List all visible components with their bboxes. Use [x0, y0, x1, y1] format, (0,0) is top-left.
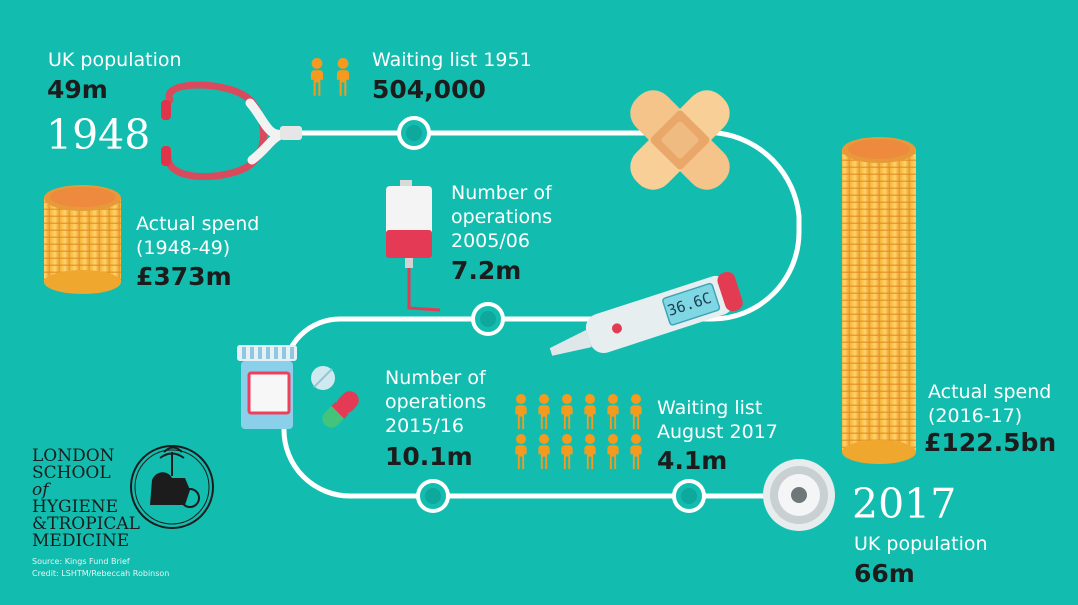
source-credit: Source: Kings Fund Brief	[32, 557, 130, 566]
logo-line-3: HYGIENE	[32, 497, 119, 517]
person-icon	[585, 394, 595, 404]
person-icon	[608, 434, 618, 444]
end-spend-label-line1: Actual spend	[928, 381, 1052, 403]
pills-icon	[311, 366, 359, 428]
operations-2015-value: 10.1m	[385, 442, 473, 471]
start-spend-label-line1: Actual spend	[136, 213, 260, 235]
end-spend-value: £122.5bn	[924, 428, 1057, 457]
end-population-label: UK population	[854, 533, 988, 555]
person-icon	[631, 394, 641, 404]
logo-line-2: SCHOOL of	[32, 465, 132, 499]
person-body	[538, 405, 550, 429]
plaster-icon	[630, 90, 730, 190]
person-body	[310, 70, 324, 96]
person-icon	[631, 434, 641, 444]
person-body	[584, 405, 596, 429]
logo-line-4: &TROPICAL	[32, 514, 140, 534]
waiting-list-2017-value: 4.1m	[657, 446, 728, 475]
people-icons-2017	[515, 394, 642, 469]
lshtm-crest-icon	[130, 445, 214, 529]
milestone-node-center	[480, 311, 496, 327]
person-icon	[539, 434, 549, 444]
person-icon	[516, 434, 526, 444]
person-body	[336, 70, 350, 96]
person-body	[561, 405, 573, 429]
end-year: 2017	[852, 480, 957, 528]
person-body	[515, 445, 527, 469]
person-icon	[539, 394, 549, 404]
person-icon	[608, 394, 618, 404]
person-body	[607, 445, 619, 469]
logo-line-2a: SCHOOL	[32, 463, 111, 483]
image-credit: Credit: LSHTM/Rebeccah Robinson	[32, 569, 170, 578]
waiting-list-2017-label-line1: Waiting list	[657, 397, 763, 419]
coin-stack-small-icon	[44, 185, 121, 294]
operations-2005-label-line1: Number of	[451, 182, 552, 204]
logo-line-5: MEDICINE	[32, 531, 130, 551]
person-body	[561, 445, 573, 469]
operations-2015-label-line1: Number of	[385, 367, 486, 389]
operations-2015-label-line3: 2015/16	[385, 415, 464, 437]
person-body	[630, 405, 642, 429]
start-population-value: 49m	[47, 75, 108, 104]
person-icon	[562, 434, 572, 444]
lshtm-logo: LONDON SCHOOL of HYGIENE &TROPICAL MEDIC…	[32, 446, 140, 551]
start-year: 1948	[46, 111, 151, 159]
people-icons-1951	[310, 58, 350, 96]
operations-2015-label-line2: operations	[385, 391, 487, 413]
person-icon	[562, 394, 572, 404]
person-body	[515, 405, 527, 429]
operations-2005-label-line2: operations	[451, 206, 553, 228]
person-body	[630, 445, 642, 469]
start-spend-label-line2: (1948-49)	[136, 237, 231, 259]
person-icon	[337, 58, 349, 69]
stethoscope-icon	[161, 81, 302, 181]
journey-path	[281, 130, 802, 499]
pill-bottle-icon	[237, 345, 297, 429]
logo-line-2b: of	[32, 480, 49, 500]
person-icon	[311, 58, 323, 69]
operations-2005-value: 7.2m	[451, 256, 522, 285]
milestone-node-center	[406, 125, 422, 141]
thermometer-icon	[549, 271, 743, 356]
end-population-value: 66m	[854, 559, 915, 588]
person-body	[607, 405, 619, 429]
waiting-list-1951-value: 504,000	[372, 75, 486, 104]
start-population-label: UK population	[48, 49, 182, 71]
milestone-node-center	[425, 488, 441, 504]
person-icon	[585, 434, 595, 444]
person-icon	[516, 394, 526, 404]
operations-2005-label-line3: 2005/06	[451, 230, 530, 252]
end-spend-label-line2: (2016-17)	[928, 405, 1023, 427]
waiting-list-2017-label-line2: August 2017	[657, 421, 778, 443]
coin-stack-large-icon	[842, 137, 916, 464]
blood-bag-icon	[386, 180, 441, 312]
logo-line-1: LONDON	[32, 446, 115, 466]
person-body	[538, 445, 550, 469]
finish-marker-icon	[763, 459, 835, 531]
milestone-node-center	[681, 488, 697, 504]
person-body	[584, 445, 596, 469]
start-spend-value: £373m	[136, 262, 232, 291]
waiting-list-1951-label: Waiting list 1951	[372, 49, 532, 71]
